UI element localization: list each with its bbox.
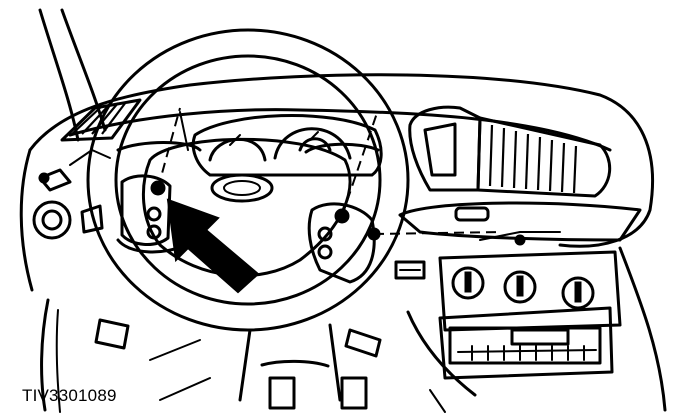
heater-control-panel bbox=[438, 250, 622, 332]
dashboard-outline bbox=[19, 73, 655, 413]
figure-id-label: TIV3301089 bbox=[22, 386, 117, 405]
steering-column bbox=[94, 318, 382, 410]
left-control-knob bbox=[32, 149, 111, 240]
radio-unit bbox=[438, 306, 614, 380]
arrow-indicator bbox=[166, 198, 260, 294]
dashboard-lower-right bbox=[406, 246, 667, 413]
center-vent-panel bbox=[408, 105, 612, 198]
alignment-lines bbox=[157, 107, 501, 235]
airbag-module bbox=[141, 137, 352, 278]
hazard-switch bbox=[394, 260, 426, 280]
passenger-bracket bbox=[398, 201, 642, 246]
